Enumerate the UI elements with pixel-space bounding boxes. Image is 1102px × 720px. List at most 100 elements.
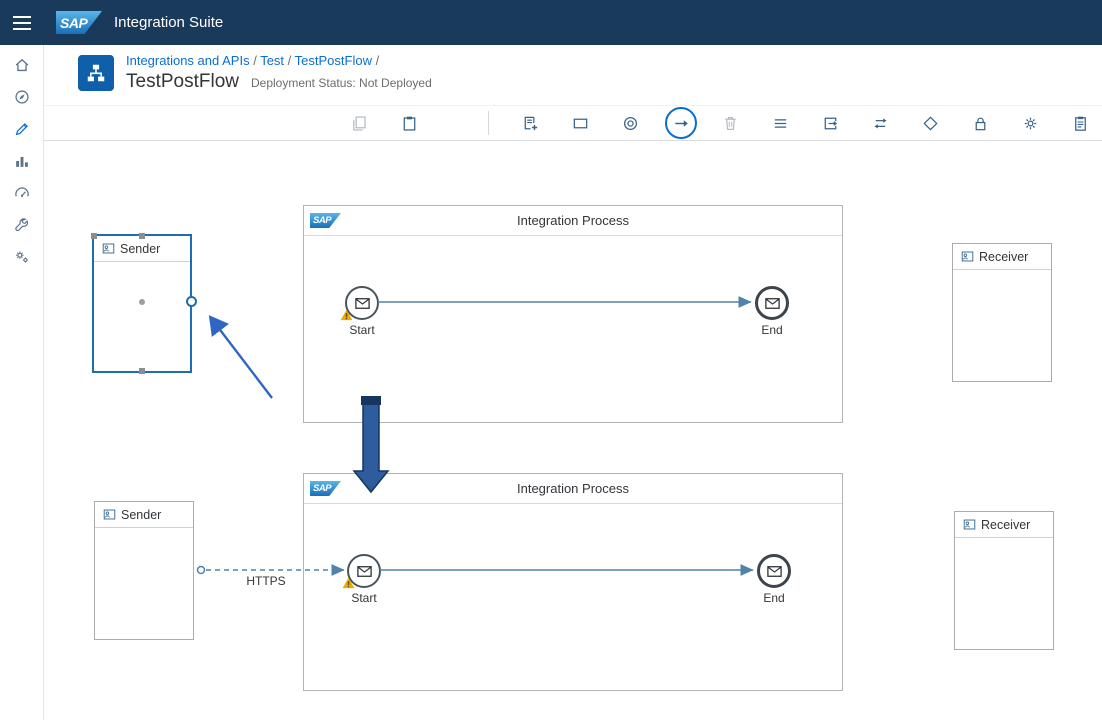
paste-button[interactable] [394, 108, 424, 138]
integration-process-bottom[interactable]: SAP Integration Process Start End [303, 473, 843, 691]
page-header: Integrations and APIs / Test / TestPostF… [44, 45, 1102, 105]
integration-flow-icon [78, 55, 114, 91]
add-process-button[interactable] [565, 108, 595, 138]
channel-protocol-label: HTTPS [246, 574, 286, 588]
title-row: TestPostFlow Deployment Status: Not Depl… [126, 71, 432, 93]
page-title: TestPostFlow [126, 71, 239, 92]
resize-handle[interactable] [139, 233, 145, 239]
add-transformation-button[interactable] [865, 108, 895, 138]
swap-arrows-icon [871, 114, 890, 133]
deployment-status-label: Deployment Status: [250, 76, 356, 90]
lock-icon [971, 114, 990, 133]
arrow-right-icon [672, 114, 691, 133]
move-handle[interactable] [139, 299, 145, 305]
start-event-bottom[interactable] [342, 554, 381, 589]
sap-logo-text: SAP [60, 14, 88, 31]
sidebar-item-home[interactable] [0, 49, 43, 81]
design-toolbar [44, 105, 1102, 141]
add-call-button[interactable] [815, 108, 845, 138]
sidebar-item-design[interactable] [0, 113, 43, 145]
sap-logo-text: SAP [313, 215, 332, 226]
participant-icon [103, 508, 116, 521]
participant-header: Receiver [955, 512, 1053, 538]
gauge-icon [13, 184, 31, 202]
channel-endpoint-dot[interactable] [196, 565, 206, 575]
event-label: Start [349, 323, 375, 337]
sidebar-item-tools[interactable] [0, 209, 43, 241]
add-router-button[interactable] [915, 108, 945, 138]
sidebar [0, 45, 44, 720]
note-add-icon [521, 114, 540, 133]
breadcrumb-separator: / [284, 53, 295, 68]
sidebar-item-dashboard[interactable] [0, 177, 43, 209]
rectangle-icon [571, 114, 590, 133]
toolbar-separator [488, 111, 489, 135]
participant-header: Sender [95, 502, 193, 528]
breadcrumb-link[interactable]: TestPostFlow [294, 53, 372, 68]
add-validator-button[interactable] [1065, 108, 1095, 138]
menu-button[interactable] [0, 0, 44, 45]
sap-logo: SAP [56, 11, 102, 34]
add-mapping-button[interactable] [765, 108, 795, 138]
process-header: SAP Integration Process [304, 474, 842, 504]
annotation-pointer-arrow [208, 315, 273, 399]
integration-process-top[interactable]: SAP Integration Process Start End [303, 205, 843, 423]
add-security-button[interactable] [965, 108, 995, 138]
add-connector-button[interactable] [665, 107, 697, 139]
add-event-button[interactable] [615, 108, 645, 138]
copy-icon [350, 114, 369, 133]
resize-handle[interactable] [91, 233, 97, 239]
breadcrumb-separator: / [249, 53, 261, 68]
compass-icon [13, 88, 31, 106]
event-label: End [763, 591, 785, 605]
sidebar-item-settings[interactable] [0, 241, 43, 273]
end-event-bottom[interactable] [757, 554, 791, 588]
participant-header: Sender [94, 236, 190, 262]
participant-icon [102, 242, 115, 255]
target-icon [621, 114, 640, 133]
shell-header: SAP Integration Suite [0, 0, 1102, 45]
connection-handle[interactable] [186, 296, 197, 307]
add-persistence-button[interactable] [1015, 108, 1045, 138]
process-title: Integration Process [516, 481, 629, 496]
participant-icon [963, 518, 976, 531]
start-event-top[interactable] [340, 286, 379, 321]
participant-label: Sender [120, 241, 161, 256]
gear-icon [1021, 114, 1040, 133]
diamond-icon [921, 114, 940, 133]
message-envelope-icon [356, 565, 372, 577]
lines-icon [771, 114, 790, 133]
receiver-participant-bottom[interactable]: Receiver [954, 511, 1054, 650]
breadcrumb-link[interactable]: Test [260, 53, 285, 68]
sender-participant-top[interactable]: Sender [91, 233, 197, 374]
sender-participant-bottom[interactable]: Sender [94, 501, 194, 640]
resize-handle[interactable] [139, 368, 145, 374]
delete-button[interactable] [715, 108, 745, 138]
wrench-icon [13, 216, 31, 234]
participant-label: Sender [121, 507, 162, 522]
add-participant-button[interactable] [515, 108, 545, 138]
breadcrumb: Integrations and APIs / Test / TestPostF… [126, 53, 432, 69]
breadcrumb-link[interactable]: Integrations and APIs [126, 53, 250, 68]
sidebar-item-monitor[interactable] [0, 145, 43, 177]
warning-icon [340, 309, 353, 321]
warning-icon [342, 577, 355, 589]
gears-icon [13, 248, 31, 266]
sap-logo-text: SAP [313, 483, 332, 494]
participant-label: Receiver [981, 517, 1031, 532]
clipboard-list-icon [1071, 114, 1090, 133]
participant-label: Receiver [979, 249, 1029, 264]
sidebar-item-discover[interactable] [0, 81, 43, 113]
product-name: Integration Suite [114, 14, 224, 31]
copy-button[interactable] [344, 108, 374, 138]
hamburger-menu-icon [13, 15, 31, 30]
flow-canvas[interactable]: Sender SAP Integration Process Start End [44, 141, 1102, 720]
header-text: Integrations and APIs / Test / TestPostF… [126, 53, 432, 105]
sap-logo: SAP [310, 481, 341, 496]
box-arrow-icon [821, 114, 840, 133]
end-event-top[interactable] [755, 286, 789, 320]
participant-header: Receiver [953, 244, 1051, 270]
receiver-participant-top[interactable]: Receiver [952, 243, 1052, 382]
deployment-status: Deployment Status: Not Deployed [251, 76, 432, 90]
